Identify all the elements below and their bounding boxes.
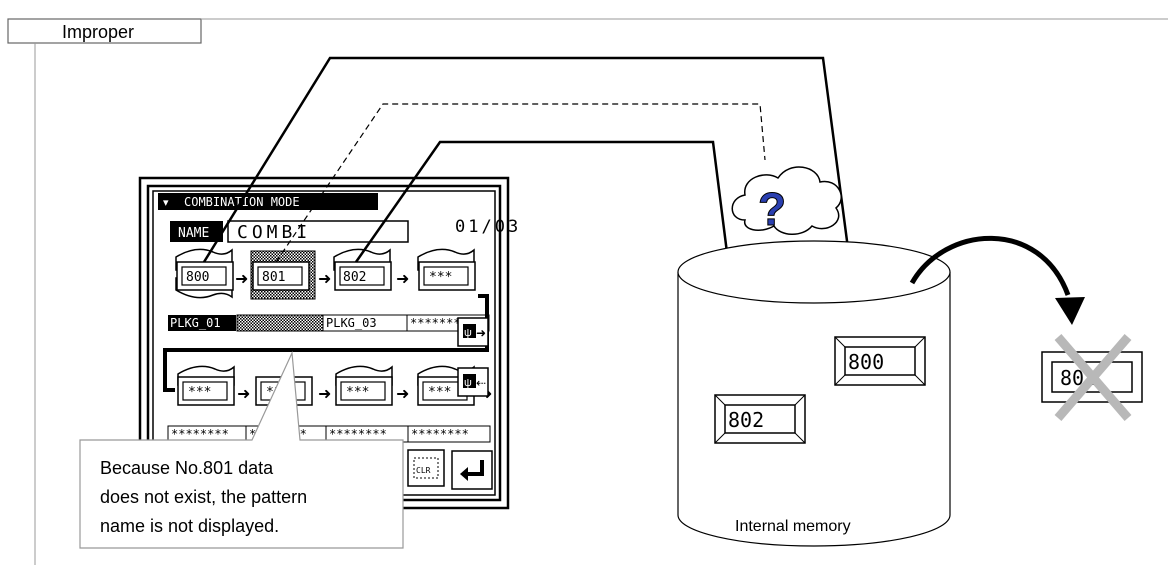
clear-button[interactable]: CLR [408, 450, 444, 486]
arrow-right-icon: ➜ [396, 386, 409, 403]
memory-item-code-802: 802 [728, 408, 764, 432]
scroll-arrow-icon[interactable]: ▾ [163, 197, 169, 209]
enter-button[interactable] [452, 451, 492, 489]
pattern-name-5: ******** [171, 427, 229, 441]
memory-item-code-800: 800 [848, 350, 884, 374]
missing-item-801: 801 [1042, 337, 1142, 418]
page-indicator: 01/03 [455, 217, 521, 237]
step-code-5: *** [188, 385, 211, 400]
step-code-8: *** [428, 385, 451, 400]
usb-import-button[interactable]: ψ ⇠ [458, 368, 488, 396]
step-slot-4[interactable]: *** [418, 249, 475, 290]
arrow-left-icon: ⇠ [476, 376, 486, 390]
pattern-name-2-empty [237, 315, 323, 331]
step-code-4: *** [429, 270, 452, 285]
arrow-right-icon: ➜ [318, 386, 331, 403]
step-slot-5[interactable]: *** [178, 366, 234, 405]
question-cloud: ? [732, 167, 841, 235]
arrowhead-icon [1055, 297, 1085, 325]
callout-line-2: does not exist, the pattern [100, 487, 307, 507]
arrow-right-icon: ➜ [318, 271, 331, 288]
callout-line-3: name is not displayed. [100, 516, 279, 536]
step-slot-2[interactable]: 801 [251, 251, 315, 299]
name-value: COMBI [237, 222, 311, 243]
pattern-name-1: PLKG_01 [170, 316, 221, 330]
usb-export-button[interactable]: ψ ➜ [458, 318, 488, 346]
usb-icon: ψ [464, 327, 472, 339]
pattern-name-3: PLKG_03 [326, 316, 377, 330]
memory-item-802: 802 [715, 395, 805, 443]
arrow-right-icon: ➜ [237, 386, 250, 403]
step-slot-7[interactable]: *** [336, 366, 392, 405]
clear-label: CLR [416, 466, 431, 475]
step-code-7: *** [346, 385, 369, 400]
arrow-right-icon: ➜ [396, 271, 409, 288]
step-slot-3[interactable]: 802 [334, 249, 391, 290]
pattern-name-8: ******** [411, 427, 469, 441]
memory-label: Internal memory [735, 518, 851, 535]
name-label: NAME [178, 226, 209, 241]
usb-icon: ψ [464, 377, 472, 389]
row1-pattern-names: PLKG_01 PLKG_03 ******** [168, 315, 489, 331]
step-code-3: 802 [343, 270, 366, 285]
step-code-2: 801 [262, 270, 285, 285]
arrow-right-icon: ➜ [476, 326, 486, 340]
step-code-1: 800 [186, 270, 209, 285]
pattern-name-7: ******** [329, 427, 387, 441]
question-icon: ? [758, 183, 786, 235]
internal-memory-cylinder: Internal memory [678, 241, 950, 546]
memory-item-800: 800 [835, 337, 925, 385]
step-slot-1[interactable]: 800 [176, 249, 233, 297]
improper-label: Improper [62, 22, 134, 42]
callout-line-1: Because No.801 data [100, 458, 274, 478]
arrow-right-icon: ➜ [235, 271, 248, 288]
